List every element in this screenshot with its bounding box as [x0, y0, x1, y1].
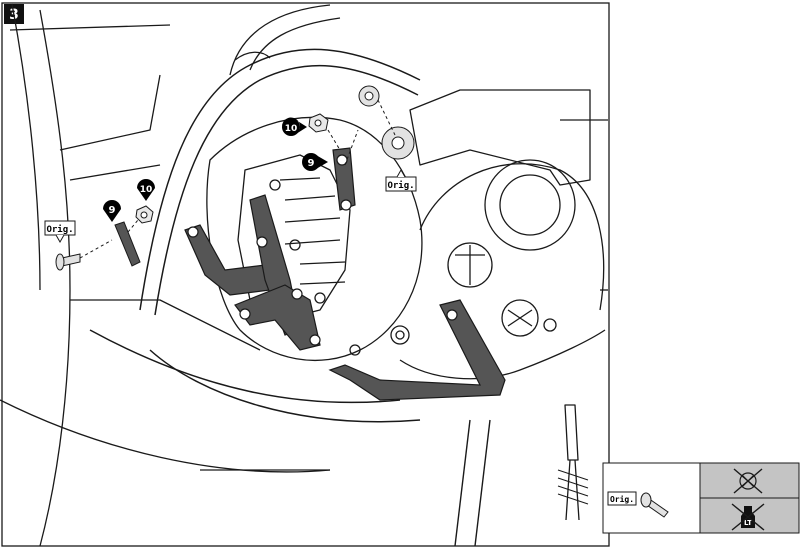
motorcycle-engine-drawing: [0, 3, 608, 547]
callout-10-left: 10: [137, 179, 155, 201]
no-threadlocker-icon: LT: [731, 503, 765, 531]
original-bolt-top: [358, 85, 415, 160]
callout-10-left-text: 10: [140, 185, 153, 195]
mounting-bracket-left: [184, 194, 321, 351]
callout-10-top-text: 10: [285, 124, 298, 134]
orig-label-left-text: Orig.: [46, 224, 73, 235]
callout-10-top: 10: [281, 117, 307, 136]
original-bolt-left: [55, 253, 81, 271]
callout-9-top-text: 9: [308, 158, 315, 169]
assembly-guide-lines: [79, 99, 396, 259]
orig-label-top-text: Orig.: [387, 180, 414, 191]
legend-orig-label: Orig.: [607, 491, 637, 506]
orig-label-left: Orig.: [44, 220, 76, 244]
nut-top: [308, 113, 329, 133]
legend-box: Orig. LT: [602, 462, 800, 534]
frame-border: [1, 2, 610, 547]
no-torque-wrench-icon: [733, 468, 763, 494]
bolt-icon: [640, 492, 669, 518]
small-bracket-top: [332, 147, 356, 211]
callout-9-top: 9: [302, 153, 328, 171]
callout-9-left: 9: [103, 200, 121, 222]
orig-label-top: Orig.: [385, 168, 417, 192]
mounting-bracket-lower: [328, 299, 506, 401]
small-bracket-left: [114, 221, 141, 267]
nut-left: [135, 205, 154, 224]
loctite-text: LT: [744, 519, 752, 527]
legend-orig-text: Orig.: [610, 494, 634, 504]
callout-9-left-text: 9: [109, 205, 116, 216]
